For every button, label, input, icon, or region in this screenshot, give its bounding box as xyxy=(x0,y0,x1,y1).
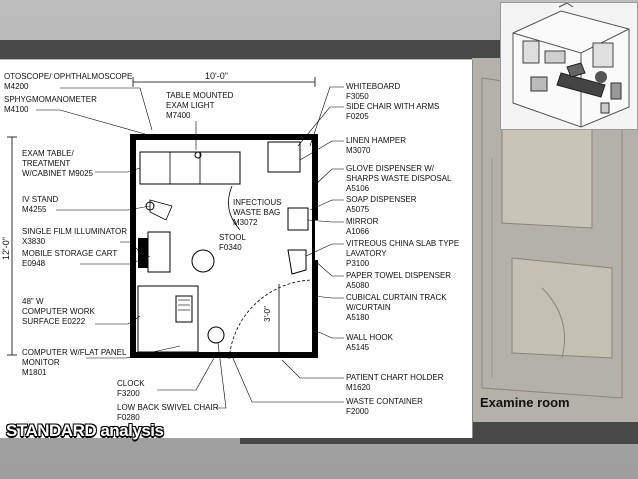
room-3d-thumbnail xyxy=(500,2,638,130)
film-illuminator xyxy=(138,238,148,268)
slide-caption: Examine room xyxy=(480,395,570,410)
mirror-lavatory xyxy=(287,207,309,231)
storage-cart xyxy=(147,231,171,273)
computer-work-surface xyxy=(137,285,199,353)
side-chair xyxy=(267,141,301,173)
dimension-left: 12'-0" xyxy=(1,237,11,260)
right-leaders xyxy=(231,86,344,403)
dimension-door: 3'-0" xyxy=(263,306,272,322)
floor-plan: 10'-0" 12'-0" 3'-0" OTOSCOPE/ OPHTHALMO xyxy=(0,60,473,438)
stool xyxy=(191,249,215,273)
left-leaders xyxy=(36,87,181,359)
dimension-top: 10'-0" xyxy=(205,71,228,81)
top-bar xyxy=(0,40,638,59)
exam-table xyxy=(139,151,241,185)
door-swing xyxy=(228,279,316,361)
slide-title: STANDARD analysis xyxy=(6,421,164,440)
